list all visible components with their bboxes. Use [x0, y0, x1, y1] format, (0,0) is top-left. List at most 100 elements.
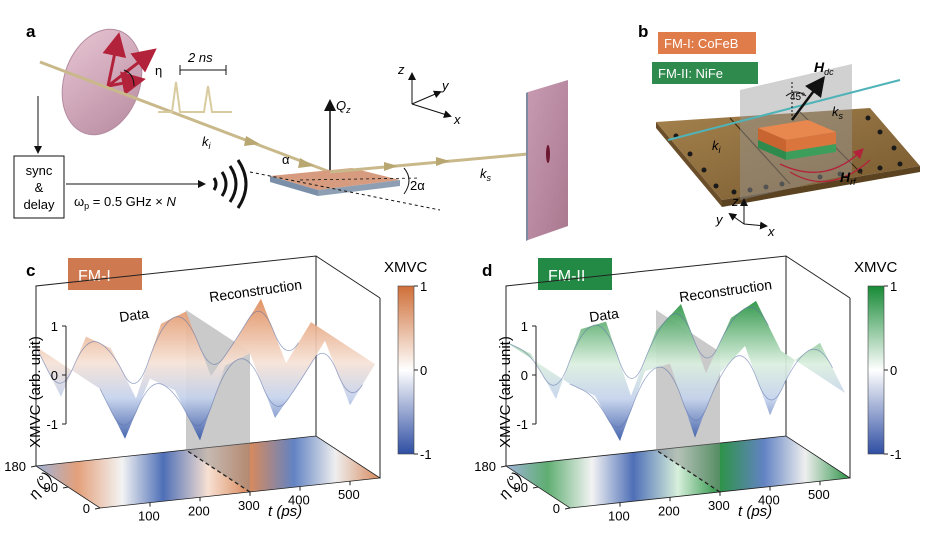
beam-arrow-2: [298, 158, 314, 168]
z-tick-label: 1: [521, 319, 528, 334]
signal-line-left: [729, 117, 791, 185]
colorbar-title: XMVC: [384, 259, 428, 276]
scattered-arrow-1: [384, 162, 398, 171]
x-tick-label: 500: [338, 487, 360, 502]
stack-side-nife: [758, 140, 786, 160]
sync-line-3: delay: [23, 197, 55, 212]
section-label-data: Data: [118, 305, 150, 325]
floor-outline: [504, 435, 852, 509]
y-tick-mark: [30, 465, 37, 468]
beam-arrow-1: [244, 136, 260, 146]
sample-side-right: [318, 180, 400, 196]
two-alpha-label: 2α: [410, 178, 425, 193]
y-tick-label: 90: [514, 480, 528, 495]
axis-x-arrow: [411, 103, 452, 119]
layer-label-cofeb: FM-I: CoFeB: [664, 36, 738, 51]
data-divider-floor: [185, 449, 251, 493]
panel-letter-b: b: [638, 22, 648, 41]
x-tick-label: 500: [808, 487, 830, 502]
section-label-recon: Reconstruction: [208, 276, 303, 305]
y-tick-label: 90: [44, 480, 58, 495]
hdc-angle-label: 45°: [790, 92, 805, 103]
x-tick-label: 300: [238, 498, 260, 513]
panel-letter-c: c: [26, 261, 35, 280]
panel-letter-d: d: [482, 261, 492, 280]
y-tick-mark: [94, 507, 101, 510]
colorbar-tick-label: 1: [420, 279, 427, 294]
z-tick-label: -1: [46, 417, 58, 432]
b-axis-z-label: z: [731, 194, 739, 209]
z-axis-label: XMVC (arb. unit): [497, 336, 514, 448]
axis-y-label: y: [441, 78, 450, 93]
waveform-surface: [506, 300, 845, 442]
b-axis-x-label: x: [767, 224, 775, 239]
qz-label: Qz: [336, 98, 351, 115]
polarization-arrow-vertical: [102, 32, 127, 87]
waveform-surface: [36, 298, 375, 441]
panel-b: b FM-I: CoFeB FM-II: NiFe ki ks: [638, 22, 920, 239]
layer-badge-cofeb: [658, 32, 756, 54]
scattered-arrow-2: [436, 157, 450, 166]
hdc-label: Hdc: [814, 59, 834, 77]
ki-label: ki: [202, 134, 212, 151]
b-ks-label: ks: [832, 104, 844, 121]
b-axis-y: [728, 212, 745, 225]
detector-edge: [526, 92, 528, 241]
scattered-beam: [329, 152, 529, 174]
waveform-back-edge: [505, 306, 769, 386]
ks-label: ks: [480, 166, 492, 183]
badge-box: [538, 258, 612, 290]
eta-arc: [123, 69, 135, 87]
incident-beam: [39, 60, 331, 174]
sample-plane-line-2: [299, 177, 421, 181]
floor-outline: [34, 435, 382, 509]
section-label-data: Data: [588, 305, 620, 325]
stack-side-nife-r: [786, 144, 836, 160]
colorbar-tick-label: -1: [420, 447, 432, 462]
two-alpha-arc: [403, 167, 410, 195]
floor-heatmap: [36, 436, 380, 508]
colorbar-tick-label: 0: [420, 363, 427, 378]
badge-label: FM-II: [548, 268, 585, 285]
detector-spot: [546, 145, 550, 163]
box-top-right: [315, 255, 381, 299]
z-tick-label: 0: [521, 368, 528, 383]
x-axis-label: t (ps): [738, 503, 772, 520]
hdc-arrow: [791, 76, 825, 121]
xray-beam-b: [667, 79, 901, 141]
sample-side: [270, 176, 318, 196]
y-tick-mark: [564, 507, 571, 510]
x-tick-label: 200: [188, 503, 210, 518]
x-tick-label: 400: [758, 493, 780, 508]
hrf-loops: [779, 150, 870, 183]
z-axis-label: XMVC (arb. unit): [27, 336, 44, 448]
x-tick-label: 100: [608, 509, 630, 524]
colorbar-tick-label: 0: [890, 363, 897, 378]
x-axis-label: t (ps): [268, 503, 302, 520]
waveform-front-edge: [569, 348, 833, 428]
x-tick-label: 400: [288, 493, 310, 508]
badge-box: [68, 258, 142, 290]
x-tick-label: 100: [138, 509, 160, 524]
b-ki-label: ki: [712, 138, 722, 155]
sync-delay-box: [13, 155, 65, 219]
waveguide-plate-edge-left: [656, 122, 722, 207]
stack-side-cofeb-r: [786, 132, 836, 152]
axis-y-arrow: [411, 90, 442, 105]
waveform-back-edge: [35, 310, 299, 384]
colorbar-title: XMVC: [854, 259, 898, 276]
stack-top-cofeb: [758, 120, 836, 140]
polarizer-disk: [61, 28, 143, 136]
stack-side-cofeb: [758, 128, 786, 152]
sample-top: [270, 168, 400, 190]
y-tick-label: 180: [474, 459, 496, 474]
b-axis-x: [743, 221, 768, 230]
axis-x-label: x: [453, 112, 461, 127]
y-tick-label: 0: [83, 501, 90, 516]
colorbar: [867, 285, 885, 455]
eta-label: η: [155, 63, 162, 78]
hrf-label: Hrf: [840, 169, 857, 187]
y-tick-label: 180: [4, 459, 26, 474]
waveguide-plate-edge: [722, 166, 920, 207]
